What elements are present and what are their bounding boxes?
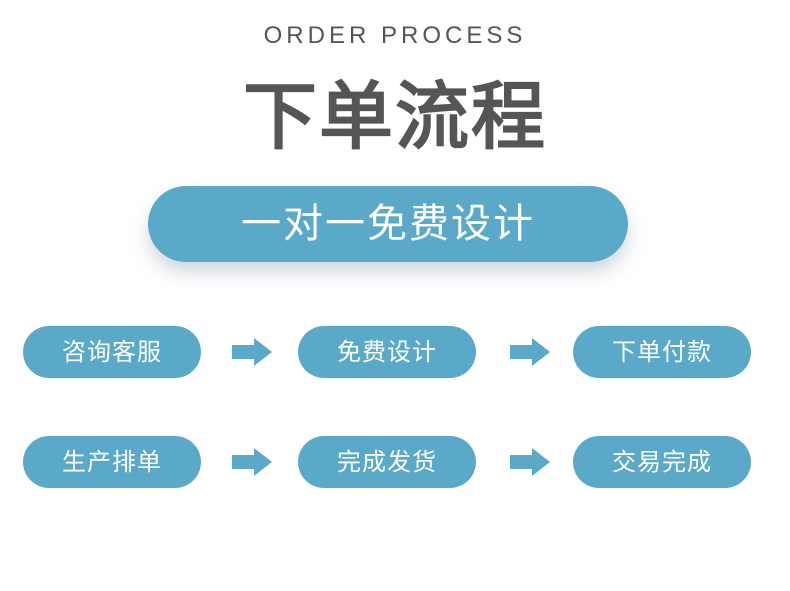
step-order-payment: 下单付款 <box>573 326 751 378</box>
banner: 一对一免费设计 <box>148 186 628 262</box>
step-consult: 咨询客服 <box>23 326 201 378</box>
arrow-right-icon <box>510 448 550 476</box>
step-complete: 交易完成 <box>573 436 751 488</box>
step-free-design: 免费设计 <box>298 326 476 378</box>
subtitle: ORDER PROCESS <box>263 22 527 49</box>
arrow-right-icon <box>232 448 272 476</box>
arrow-right-icon <box>232 338 272 366</box>
arrow-right-icon <box>510 338 550 366</box>
page-title: 下单流程 <box>243 74 547 160</box>
step-production: 生产排单 <box>23 436 201 488</box>
step-shipping: 完成发货 <box>298 436 476 488</box>
